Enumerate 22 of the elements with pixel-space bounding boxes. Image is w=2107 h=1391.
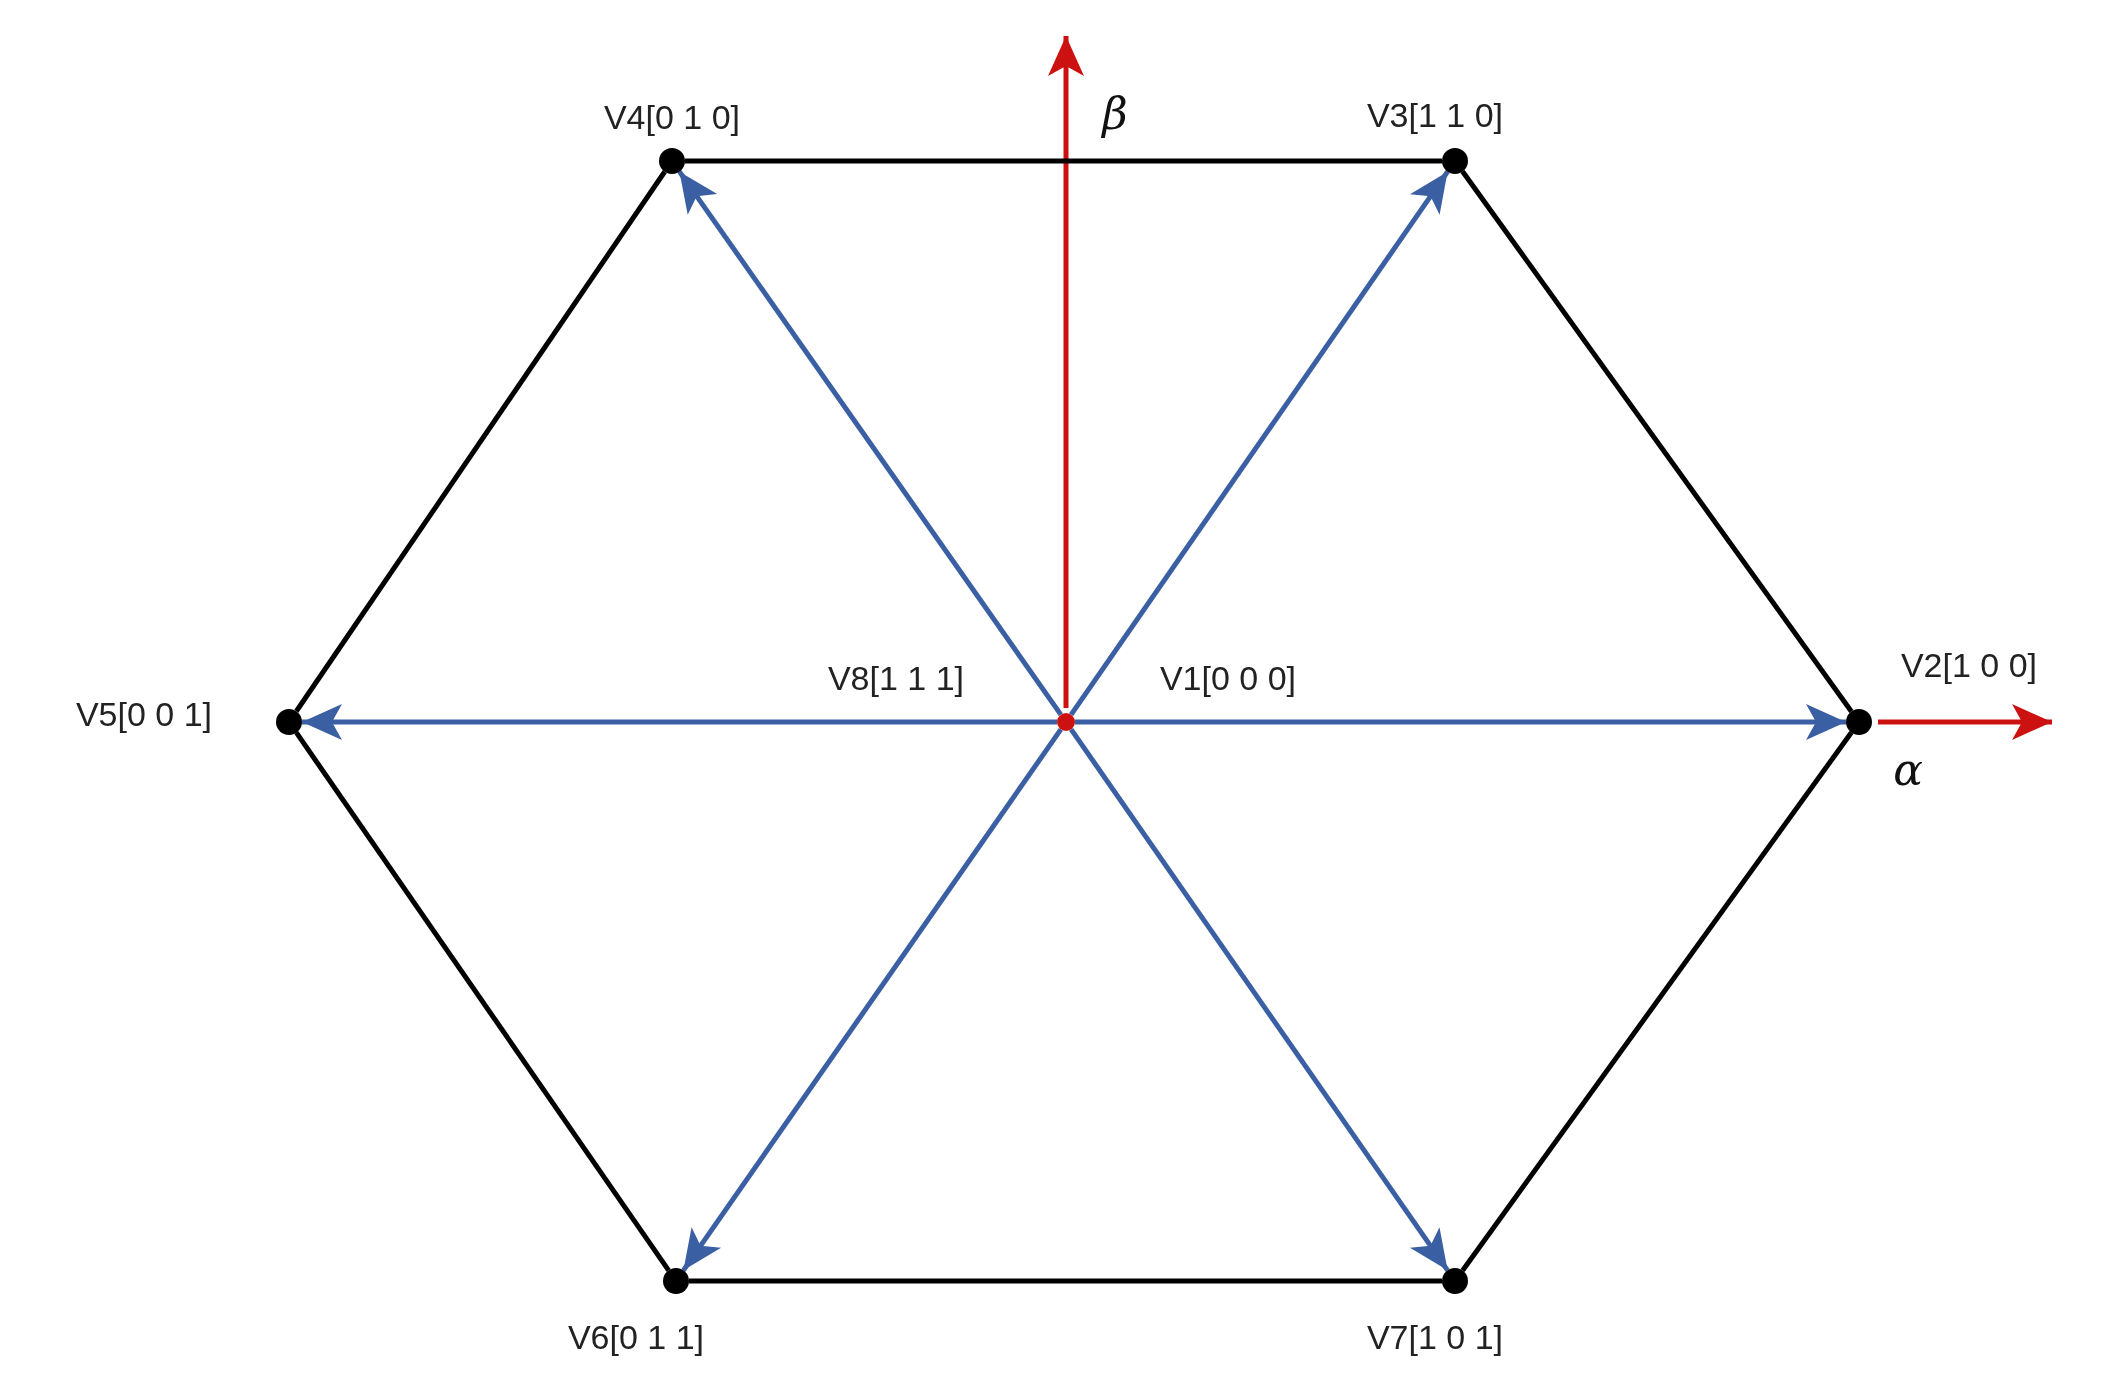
vector-label: V3[1 1 0]: [1366, 98, 1504, 132]
axis-label: α: [1893, 748, 1923, 792]
vector-label: V5[0 0 1]: [75, 697, 213, 731]
hexagon-side: [1460, 170, 1854, 713]
vector-label: V6[0 1 1]: [567, 1320, 705, 1354]
hexagon-side: [685, 158, 1442, 164]
vector-arrow: [302, 704, 1057, 740]
vector-arrow: [681, 727, 1063, 1272]
vector-label: V7[1 0 1]: [1366, 1320, 1504, 1354]
vector-arrow: [1069, 170, 1450, 717]
axis-label: β: [1102, 92, 1128, 136]
vector-arrow: [1075, 704, 1846, 740]
vector-arrow: [1069, 727, 1450, 1272]
vector-label: V2[1 0 0]: [1900, 648, 2038, 682]
hexagon-side: [294, 731, 671, 1272]
hexagon-side: [1460, 731, 1854, 1272]
vector-arrow: [677, 170, 1063, 717]
hexagon-side: [294, 170, 667, 713]
vector-label: V1[0 0 0]: [1159, 661, 1297, 695]
vector-label: V8[1 1 1]: [827, 661, 965, 695]
vector-label: V4[0 1 0]: [603, 100, 741, 134]
hexagon-side: [689, 1278, 1442, 1284]
